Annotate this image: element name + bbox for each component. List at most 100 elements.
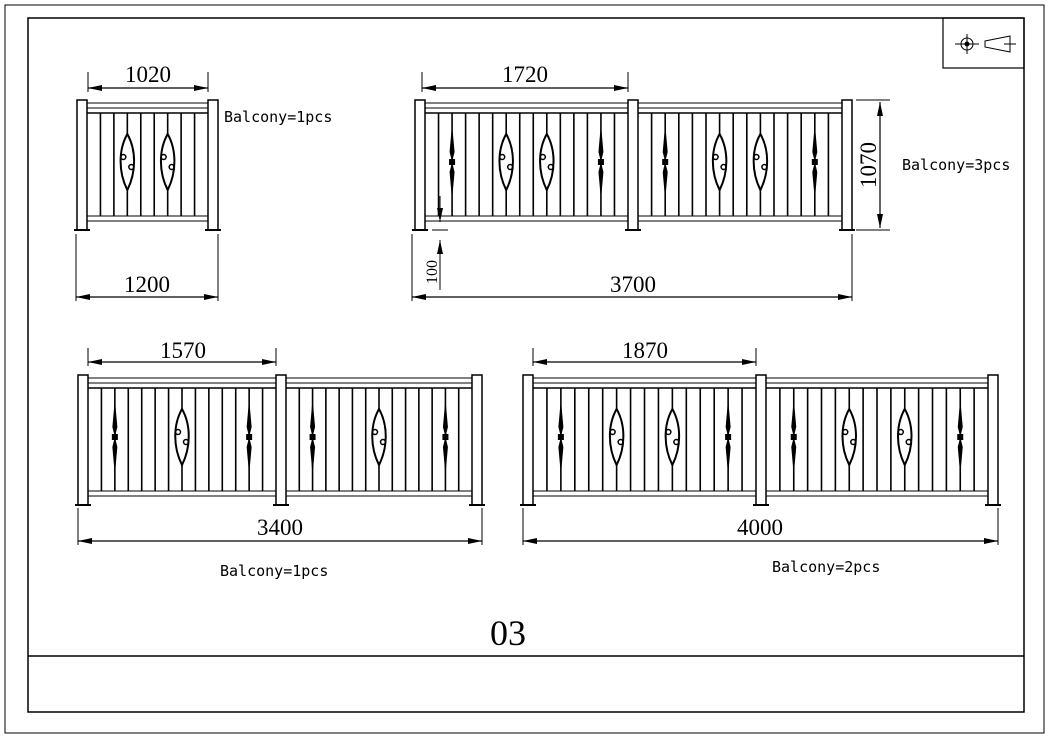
post bbox=[987, 374, 999, 506]
twisted-baluster bbox=[725, 399, 731, 475]
scroll-curl bbox=[506, 163, 514, 171]
post bbox=[627, 99, 639, 231]
scroll-curl bbox=[850, 438, 857, 446]
scroll-curl bbox=[182, 438, 190, 446]
scroll-ornament bbox=[159, 131, 176, 193]
scroll-ornament bbox=[841, 406, 857, 468]
post bbox=[275, 374, 287, 506]
scroll-curl bbox=[712, 153, 719, 161]
dim-3400: 3400 bbox=[257, 515, 303, 540]
collar bbox=[309, 434, 316, 440]
scroll-curl bbox=[539, 153, 547, 161]
twisted-baluster bbox=[812, 124, 818, 200]
bottom-rail bbox=[532, 490, 757, 497]
dim-1870: 1870 bbox=[622, 338, 668, 363]
scroll-curl bbox=[665, 428, 672, 436]
scroll-curl bbox=[120, 153, 127, 161]
scroll-curl bbox=[720, 163, 727, 171]
post bbox=[841, 99, 853, 231]
collar bbox=[811, 159, 818, 165]
scroll-ornament bbox=[119, 131, 136, 193]
scroll-ornament bbox=[752, 131, 769, 193]
twisted-baluster bbox=[957, 399, 963, 475]
scroll-curl bbox=[842, 428, 849, 436]
post bbox=[755, 374, 767, 506]
scroll-curl bbox=[547, 163, 555, 171]
twisted-baluster bbox=[791, 399, 797, 475]
scroll-curl bbox=[617, 438, 624, 446]
twisted-baluster bbox=[310, 399, 316, 475]
scroll-curl bbox=[160, 153, 167, 161]
scroll-curl bbox=[174, 428, 182, 436]
scroll-ornament bbox=[897, 406, 913, 468]
collar bbox=[111, 434, 118, 440]
collar bbox=[662, 159, 669, 165]
projection-symbol-icon bbox=[942, 17, 1025, 69]
bottom-rail bbox=[87, 490, 277, 497]
top-rail bbox=[86, 102, 209, 109]
twisted-baluster bbox=[598, 124, 604, 200]
fence-two-panel-4000 bbox=[520, 374, 1001, 506]
post bbox=[414, 99, 426, 231]
dim-1020: 1020 bbox=[125, 62, 171, 87]
scroll-curl bbox=[761, 163, 768, 171]
scroll-ornament bbox=[174, 406, 190, 468]
post bbox=[77, 374, 89, 506]
dim-100: 100 bbox=[424, 260, 441, 284]
fence-two-panel-3700 bbox=[412, 99, 855, 231]
twisted-baluster bbox=[442, 399, 448, 475]
sheet-outer-border bbox=[4, 4, 1045, 734]
quantity-label-2: Balcony=3pcs bbox=[902, 156, 1010, 174]
bottom-rail bbox=[765, 490, 989, 497]
bottom-rail bbox=[424, 215, 629, 222]
scroll-curl bbox=[897, 428, 904, 436]
dim-3700: 3700 bbox=[610, 272, 656, 297]
sheet-frame bbox=[27, 17, 1025, 713]
scroll-ornament bbox=[608, 406, 625, 468]
quantity-label-3: Balcony=1pcs bbox=[220, 562, 328, 580]
bottom-rail bbox=[285, 490, 473, 497]
fence-two-panel-3400 bbox=[75, 374, 485, 506]
post bbox=[207, 99, 219, 231]
collar bbox=[597, 159, 604, 165]
scroll-ornament bbox=[539, 131, 555, 193]
top-rail bbox=[87, 377, 277, 384]
top-rail bbox=[765, 377, 989, 384]
quantity-label-4: Balcony=2pcs bbox=[772, 558, 880, 576]
top-rail bbox=[285, 377, 473, 384]
scroll-curl bbox=[168, 163, 175, 171]
scroll-curl bbox=[371, 428, 379, 436]
scroll-curl bbox=[673, 438, 680, 446]
dim-4000: 4000 bbox=[737, 515, 783, 540]
scroll-curl bbox=[128, 163, 135, 171]
collar bbox=[790, 434, 797, 440]
bottom-rail bbox=[86, 215, 209, 222]
scroll-curl bbox=[753, 153, 760, 161]
scroll-ornament bbox=[711, 131, 728, 193]
dim-1720: 1720 bbox=[502, 62, 548, 87]
top-rail bbox=[637, 102, 843, 109]
quantity-label-1: Balcony=1pcs bbox=[224, 108, 332, 126]
top-rail bbox=[532, 377, 757, 384]
page-number: 03 bbox=[490, 613, 526, 653]
dim-1200: 1200 bbox=[124, 272, 170, 297]
collar bbox=[449, 159, 456, 165]
dim-1570: 1570 bbox=[160, 338, 206, 363]
top-rail bbox=[424, 102, 629, 109]
collar bbox=[246, 434, 253, 440]
scroll-curl bbox=[609, 428, 616, 436]
twisted-baluster bbox=[662, 124, 668, 200]
dim-1070: 1070 bbox=[856, 142, 881, 188]
scroll-curl bbox=[498, 153, 506, 161]
post bbox=[76, 99, 88, 231]
scroll-ornament bbox=[371, 406, 387, 468]
collar bbox=[725, 434, 732, 440]
bottom-rail bbox=[637, 215, 843, 222]
collar bbox=[957, 434, 964, 440]
collar bbox=[557, 434, 564, 440]
fence-drawings bbox=[74, 72, 1001, 545]
scroll-ornament bbox=[664, 406, 681, 468]
twisted-baluster bbox=[449, 124, 455, 200]
scroll-curl bbox=[379, 438, 387, 446]
